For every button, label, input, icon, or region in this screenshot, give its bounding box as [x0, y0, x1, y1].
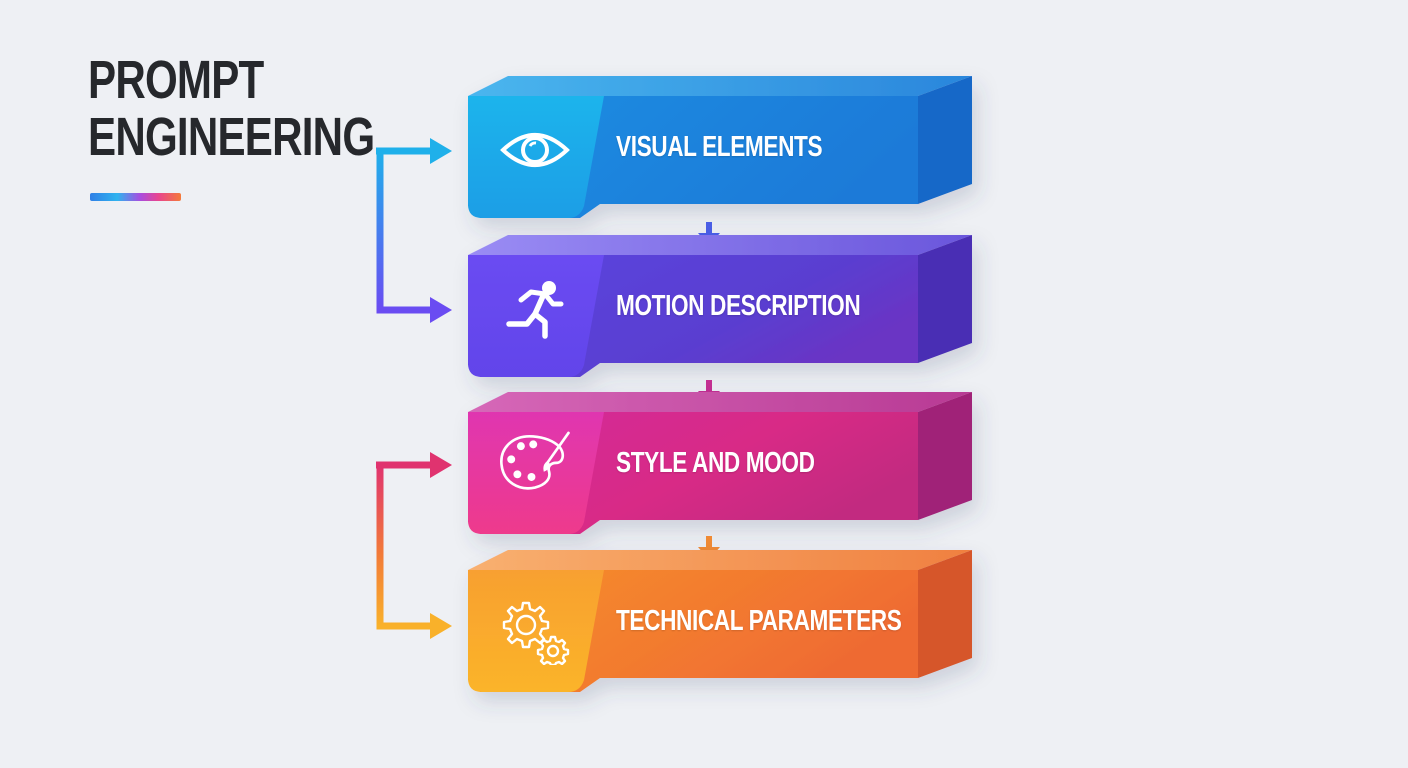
block-3d-shape — [468, 550, 972, 692]
title-gradient-underline — [90, 193, 181, 201]
step-label: MOTION DESCRIPTION — [616, 290, 861, 322]
step-label: VISUAL ELEMENTS — [616, 131, 823, 163]
step-technical-parameters[interactable]: TECHNICAL PARAMETERS — [468, 548, 974, 694]
step-label: TECHNICAL PARAMETERS — [616, 605, 902, 637]
step-label: STYLE AND MOOD — [616, 447, 815, 479]
page-title: PROMPT ENGINEERING — [88, 50, 375, 167]
running-person-icon — [498, 275, 572, 343]
palette-icon — [498, 428, 572, 496]
gears-icon — [498, 598, 572, 666]
step-visual-elements[interactable]: VISUAL ELEMENTS — [468, 74, 974, 220]
connector-visual-to-motion — [376, 138, 452, 323]
step-style-and-mood[interactable]: STYLE AND MOOD — [468, 390, 974, 536]
connector-style-to-technical — [376, 452, 452, 639]
block-3d-shape — [468, 76, 972, 218]
eye-icon — [498, 116, 572, 184]
step-motion-description[interactable]: MOTION DESCRIPTION — [468, 233, 974, 379]
title-line-2: ENGINEERING — [88, 107, 375, 167]
title-line-1: PROMPT — [88, 50, 264, 110]
block-3d-shape — [468, 235, 972, 377]
block-3d-shape — [468, 392, 972, 534]
